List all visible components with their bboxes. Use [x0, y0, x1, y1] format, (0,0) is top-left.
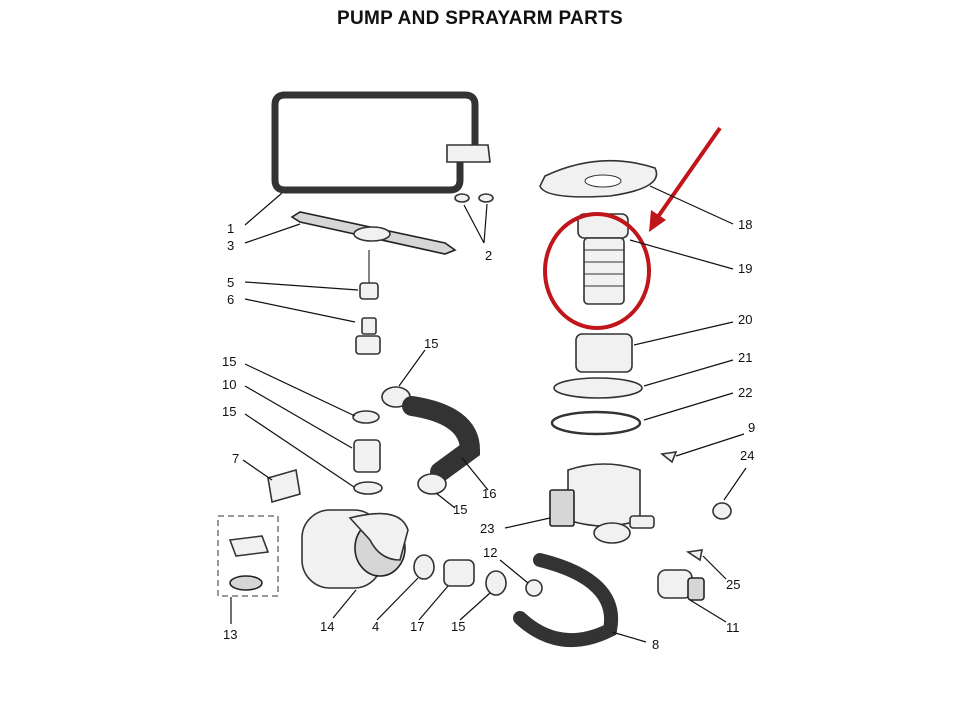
- callout-15: 15: [222, 404, 236, 419]
- drain-pump-part: [657, 569, 705, 601]
- pump-motor-part: [301, 509, 409, 589]
- callout-10: 10: [222, 377, 236, 392]
- callout-9: 9: [748, 420, 755, 435]
- seal-part: [353, 439, 381, 473]
- gasket-part: [550, 410, 642, 436]
- callout-17: 17: [410, 619, 424, 634]
- diagram-title: PUMP AND SPRAYARM PARTS: [337, 8, 623, 29]
- highlight-circle: [543, 212, 651, 330]
- callout-16: 16: [482, 486, 496, 501]
- callout-19: 19: [738, 261, 752, 276]
- clamp-part: [352, 410, 380, 424]
- callout-2: 2: [485, 248, 492, 263]
- clamp-part: [485, 570, 507, 596]
- leader-lines: [230, 185, 747, 643]
- callout-24: 24: [740, 448, 754, 463]
- clip-part: [660, 451, 678, 464]
- callout-23: 23: [480, 521, 494, 536]
- spray-tube-part: [355, 335, 381, 355]
- callout-22: 22: [738, 385, 752, 400]
- callout-6: 6: [227, 292, 234, 307]
- highlight-arrow: [653, 126, 722, 223]
- motor-mount-kit-box: [217, 515, 279, 597]
- callout-15: 15: [451, 619, 465, 634]
- callout-5: 5: [227, 275, 234, 290]
- spray-tube-part: [361, 317, 377, 335]
- highlight-arrowhead: [649, 210, 666, 232]
- check-valve-part: [525, 579, 543, 597]
- callout-15: 15: [222, 354, 236, 369]
- nut-part: [454, 193, 470, 203]
- bracket-part: [267, 468, 301, 504]
- drain-hose-part: [513, 553, 619, 647]
- callout-25: 25: [726, 577, 740, 592]
- callout-20: 20: [738, 312, 752, 327]
- callout-18: 18: [738, 217, 752, 232]
- sump-housing-part: [549, 463, 655, 544]
- callout-12: 12: [483, 545, 497, 560]
- spray-arm-mount-part: [359, 282, 379, 300]
- callout-7: 7: [232, 451, 239, 466]
- callout-8: 8: [652, 637, 659, 652]
- callout-14: 14: [320, 619, 334, 634]
- callout-3: 3: [227, 238, 234, 253]
- callout-13: 13: [223, 627, 237, 642]
- mount-part: [228, 535, 270, 557]
- callout-1: 1: [227, 221, 234, 236]
- retainer-ring-part: [553, 377, 643, 399]
- clamp-part: [353, 481, 383, 495]
- coupling-part: [443, 559, 475, 587]
- nut-part: [478, 193, 494, 203]
- heating-element-part: [271, 91, 491, 194]
- filter-assembly-part: [577, 213, 629, 305]
- mount-part: [229, 575, 263, 591]
- callout-11: 11: [726, 620, 740, 635]
- clamp-part: [413, 554, 435, 580]
- callout-15: 15: [453, 502, 467, 517]
- cap-part: [712, 502, 732, 520]
- callout-21: 21: [738, 350, 752, 365]
- clip-part: [685, 549, 704, 562]
- lower-spray-arm-part: [290, 211, 457, 255]
- clamp-part: [417, 473, 447, 495]
- callout-15: 15: [424, 336, 438, 351]
- filter-cup-part: [575, 333, 633, 373]
- callout-4: 4: [372, 619, 379, 634]
